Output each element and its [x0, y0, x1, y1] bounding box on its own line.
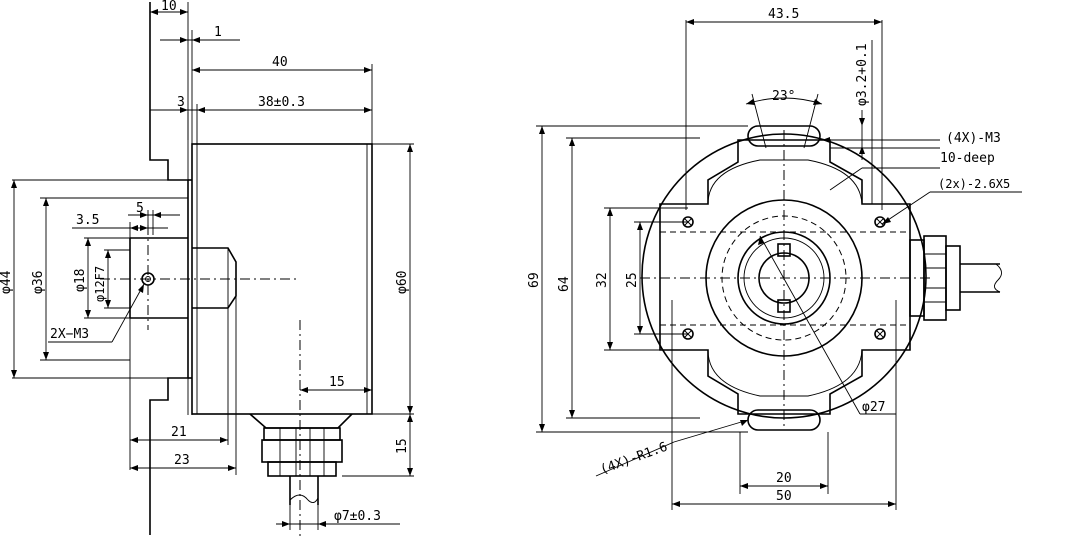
- dim-23-deg: 23°: [772, 89, 795, 104]
- slot-top: [747, 125, 821, 147]
- dim-phi18: φ18: [73, 269, 88, 292]
- dim-43-5: 43.5: [768, 7, 799, 22]
- flange-lobe-outline: [659, 139, 911, 415]
- dim-32: 32: [595, 272, 610, 288]
- dim-phi3-2: φ3.2+0.1: [855, 43, 870, 106]
- dim-phi7: φ7±0.3: [334, 509, 381, 524]
- dim-23: 23: [174, 453, 190, 468]
- note-slot: (2x)-2.6X5: [938, 177, 1010, 191]
- dim-phi12: φ12F7: [93, 266, 107, 302]
- dim-15-top: 15: [329, 375, 345, 390]
- dim-50: 50: [776, 489, 792, 504]
- dim-15-right: 15: [395, 438, 410, 454]
- front-view: 43.5 φ3.2+0.1 23° (4X)-M3 10-deep (2x)-2…: [527, 7, 1022, 510]
- dim-38: 38±0.3: [258, 95, 305, 110]
- cable-gland-side: [249, 413, 353, 505]
- dim-phi44: φ44: [0, 270, 14, 294]
- dim-25: 25: [625, 272, 640, 288]
- screw-hole: [874, 216, 886, 228]
- note-r16: (4X)-R1.6: [598, 440, 669, 478]
- hub-outline: [129, 237, 188, 319]
- dim-2x-m3: 2X−M3: [50, 327, 89, 342]
- cable-gland-front: [909, 235, 1002, 321]
- dim-phi60: φ60: [395, 271, 410, 294]
- note-m3: (4X)-M3: [946, 131, 1001, 146]
- dim-5: 5: [136, 201, 144, 216]
- dim-phi27: φ27: [862, 400, 885, 415]
- dim-40: 40: [272, 55, 288, 70]
- dim-20: 20: [776, 471, 792, 486]
- housing-body: [191, 143, 373, 415]
- dim-21: 21: [171, 425, 187, 440]
- note-10-deep: 10-deep: [940, 151, 995, 166]
- dim-64: 64: [557, 276, 572, 292]
- dim-3-5: 3.5: [76, 213, 99, 228]
- dim-3: 3: [177, 95, 185, 110]
- dim-69: 69: [527, 272, 542, 288]
- m3-hole: [141, 272, 155, 286]
- side-view: 10 1 40 3 38±0.3 3.5 5: [0, 0, 414, 540]
- screw-hole: [874, 328, 886, 340]
- dim-phi36: φ36: [31, 271, 46, 294]
- dim-1: 1: [214, 25, 222, 40]
- dim-10: 10: [161, 0, 177, 14]
